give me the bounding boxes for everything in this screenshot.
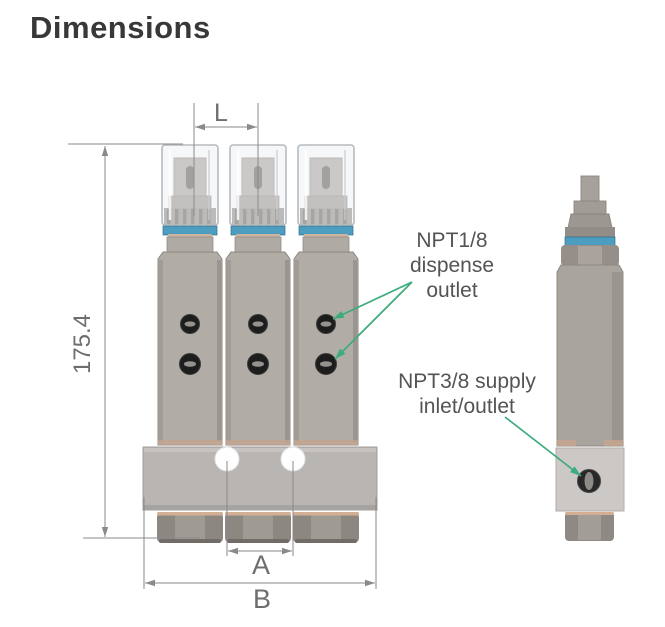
dim-label-overall-height: 175.4 — [69, 313, 96, 375]
page-title: Dimensions — [30, 10, 211, 45]
callout-dispense-outlet: NPT1/8 dispense outlet — [410, 228, 494, 303]
dim-label-manifold-width: B — [252, 584, 272, 614]
seal-ring-blue — [564, 236, 616, 247]
supply-port-arrow — [504, 416, 582, 477]
dispense-outlet-arrow-lower — [334, 281, 413, 360]
dispense-outlet-arrow-upper — [332, 281, 413, 320]
callout-dispense-line-2: dispense — [409, 254, 495, 277]
dim-label-hole-spacing: A — [251, 550, 271, 580]
callout-leader-arrows — [332, 281, 582, 477]
callout-supply-inlet-outlet: NPT3/8 supply inlet/outlet — [398, 369, 536, 419]
single-valve-side-view — [555, 175, 625, 541]
valve-1 — [156, 143, 224, 447]
dimension-lines — [68, 103, 377, 589]
manifold-assembly-front-view — [142, 143, 378, 543]
callout-dispense-line-3: outlet — [426, 279, 478, 302]
valve-3 — [292, 143, 360, 447]
dim-label-valve-pitch: L — [214, 99, 228, 127]
manifold-block — [142, 446, 378, 511]
callout-dispense-line-1: NPT1/8 — [416, 229, 488, 252]
callout-supply-line-2: inlet/outlet — [419, 395, 515, 418]
callout-supply-line-1: NPT3/8 supply — [398, 370, 536, 393]
